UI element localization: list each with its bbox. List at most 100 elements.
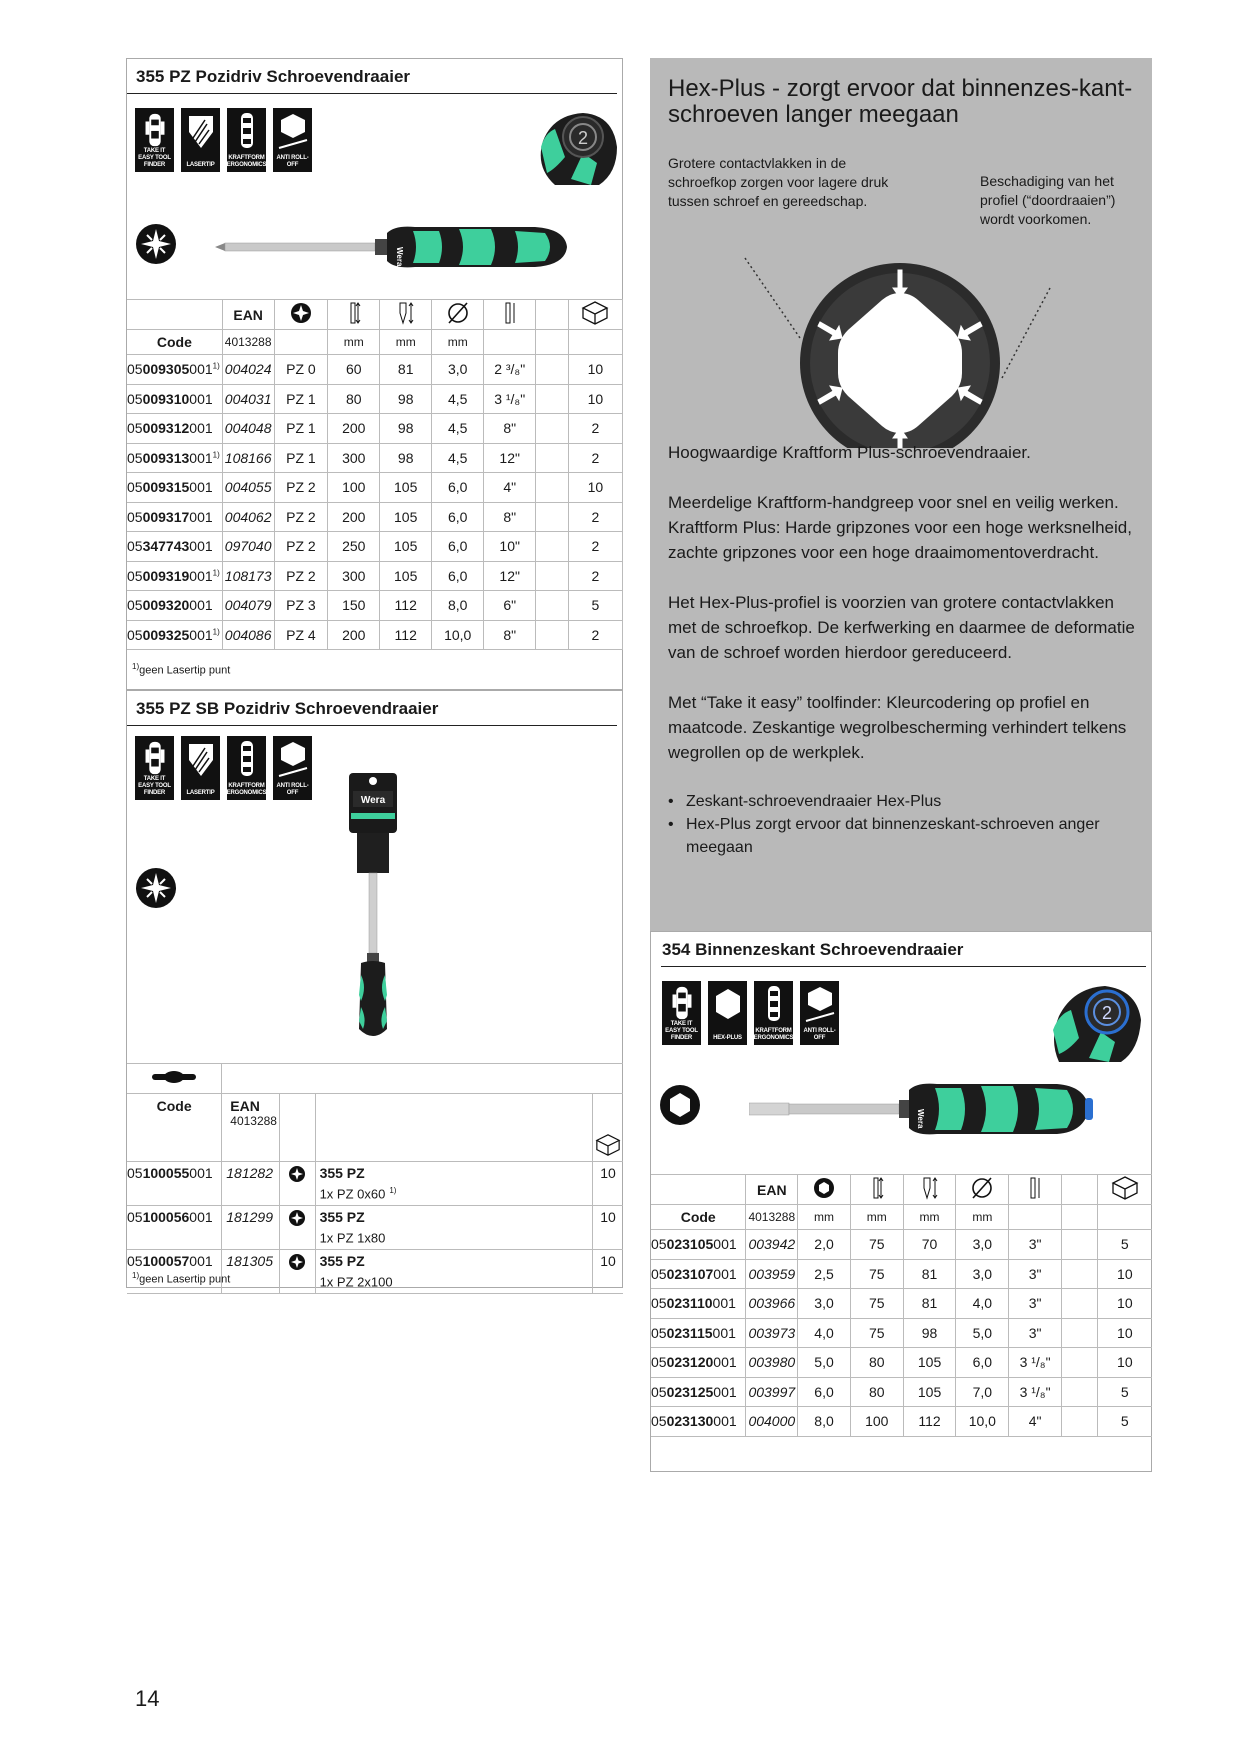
ean-code: 003942 [745,1229,799,1260]
length-inch: 3" [1008,1229,1062,1260]
blade-length: 75 [849,1288,904,1319]
blade-length: 80 [327,383,381,414]
anti-roll-icon [278,114,307,149]
tip-size: PZ 2 [273,531,329,562]
hex-plus-profile-diagram [744,257,1051,448]
tip-size: PZ 2 [273,472,329,503]
diameter: 10,0 [431,619,485,650]
handle-length: 105 [379,472,433,503]
hex-plus-icon [715,989,740,1019]
section-355-pz-sb: 355 PZ SB Pozidriv Schroevendraaier TAKE… [126,690,623,1295]
ean-code: 004031 [221,383,275,414]
header-prefix: 4013288 [230,1113,277,1128]
length-inch: 6" [483,590,537,621]
feature-badges: TAKE IT EASY TOOL FINDER LASERTIP KRAFTF… [135,736,312,800]
pack-qty: 2 [567,619,624,650]
empty-cell [535,442,569,473]
ean-code: 004055 [221,472,275,503]
code-suffix: 001 [712,1295,736,1312]
footnote: 1)geen Lasertip punt [132,1271,231,1286]
svg-text:Wera: Wera [916,1109,925,1129]
ean-code: 004062 [221,501,275,532]
anti-roll-icon [805,987,834,1022]
code-suffix: 001 [189,449,213,466]
code-suffix: 001 [189,567,213,584]
code-prefix: 05 [651,1383,667,1400]
hex-size: 3,0 [797,1288,851,1319]
empty-cell [535,590,569,621]
article-code: 05100055001 [127,1160,223,1206]
tip-size: PZ 1 [273,442,329,473]
tip-size: PZ 0 [273,354,329,385]
code-suffix: 001 [713,1236,737,1253]
hex-size: 2,0 [797,1229,851,1260]
pack-qty: 10 [1096,1347,1152,1378]
tip-size: PZ 3 [273,590,329,621]
article-code: 05023120001 [651,1347,747,1378]
diameter: 7,0 [955,1376,1010,1407]
empty-cell [1060,1229,1098,1260]
empty-cell [535,413,569,444]
footnote-mark: 1) [212,361,220,371]
badge-take-it-easy: TAKE IT EASY TOOL FINDER [135,736,174,800]
article-code: 05009317001 [127,501,223,532]
length-inch: 2 ³/₈" [483,354,537,385]
diameter: 8,0 [431,590,485,621]
blister-pack-photo: Wera [349,773,397,1036]
section-title: 355 PZ SB Pozidriv Schroevendraaier [127,691,617,726]
empty-cell [535,560,569,591]
pack-qty: 5 [1096,1376,1152,1407]
lasertip-icon [188,116,213,148]
code-prefix: 05 [127,1164,143,1181]
ean-code: 004000 [745,1406,799,1437]
code-suffix: 001 [189,1253,213,1270]
handle-icon [672,986,691,1020]
sidebar-heading: Hex-Plus - zorgt ervoor dat binnenzes-ka… [668,75,1133,128]
tip-size: PZ 2 [273,501,329,532]
tip-size: PZ 1 [273,413,329,444]
diameter: 10,0 [955,1406,1010,1437]
tip-size: PZ 1 [273,383,329,414]
footnote: 1)geen Lasertip punt [132,662,231,677]
blade-length: 60 [327,354,381,385]
diameter: 4,0 [955,1288,1010,1319]
handle-end-photo: 2 [1053,986,1141,1062]
code-suffix: 001 [713,1413,737,1430]
badge-kraftform: KRAFTFORM ERGONOMICS [227,108,267,172]
handle-icon [145,741,164,775]
hex-size: 4,0 [797,1317,851,1348]
badge-take-it-easy: TAKE IT EASY TOOL FINDER [135,108,174,172]
length-inch: 3 ¹/₈" [483,383,537,414]
ean-code: 003997 [745,1376,799,1407]
code-suffix: 001 [189,420,213,437]
footnote-mark: 1) [212,568,220,578]
hex-profile-icon [660,1085,700,1125]
article-code: 05023115001 [651,1317,747,1348]
pack-qty: 10 [1096,1317,1152,1348]
pack-qty: 10 [567,383,624,414]
pack-qty: 10 [1096,1288,1152,1319]
code-suffix: 001 [713,1354,737,1371]
code-prefix: 05 [127,420,143,437]
length-inch: 3" [1008,1288,1062,1319]
total-length-icon [399,302,414,325]
section-354-hex: 354 Binnenzeskant Schroevendraaier TAKE … [650,931,1152,1472]
package-box-icon [1111,1176,1139,1200]
code-prefix: 05 [127,361,143,378]
blade-length: 300 [327,560,381,591]
svg-text:2: 2 [1102,1003,1112,1023]
header-ean: EAN [221,299,275,330]
inch-length-icon [1030,1177,1040,1199]
code-main: 009319 [142,567,190,584]
